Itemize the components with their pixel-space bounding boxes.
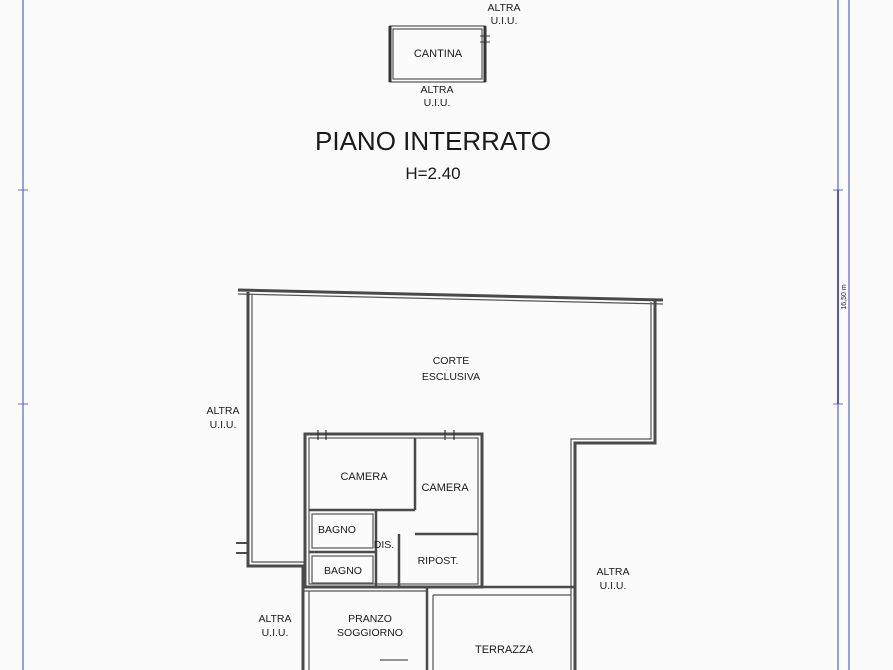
dimension-label: 16,50 m [841,284,848,309]
room-terrace: TERRAZZA [475,644,534,656]
cellar-label: CANTINA [414,48,463,60]
basement-neighbor-top-line2: U.I.U. [491,15,518,27]
basement-height: H=2.40 [405,164,460,183]
ground-floor-walls [236,288,664,670]
neighbor-bottom-left-line2: U.I.U. [262,627,289,639]
courtyard-label-line2: ESCLUSIVA [422,371,480,383]
room-living-line2: SOGGIORNO [337,627,403,639]
room-hallway: DIS. [374,539,394,551]
apartment-walls [303,430,575,670]
room-living-line1: PRANZO [348,613,392,625]
neighbor-bottom-left-line1: ALTRA [258,613,291,625]
basement-neighbor-top-line1: ALTRA [487,2,520,14]
room-storage: RIPOST. [418,555,459,567]
basement-neighbor-below-line1: ALTRA [420,84,453,96]
neighbor-right-line2: U.I.U. [600,580,627,592]
room-bedroom-2: CAMERA [421,482,469,494]
cellar-plan [388,25,490,83]
sheet-frame [18,0,850,670]
room-bathroom-1: BAGNO [318,524,356,536]
basement-title: PIANO INTERRATO [315,126,551,156]
neighbor-left-line1: ALTRA [206,405,239,417]
room-bathroom-2: BAGNO [324,565,362,577]
basement-neighbor-below-line2: U.I.U. [424,97,451,109]
neighbor-left-line2: U.I.U. [210,419,237,431]
courtyard-label-line1: CORTE [433,355,470,367]
room-bedroom-1: CAMERA [340,471,388,483]
neighbor-right-line1: ALTRA [596,566,629,578]
